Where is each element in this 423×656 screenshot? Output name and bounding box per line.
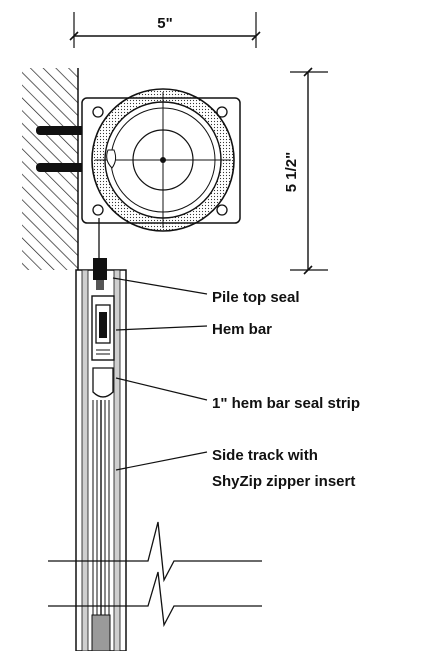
- height-label: 5 1/2": [283, 152, 300, 192]
- break-lines: [48, 521, 262, 628]
- width-label: 5": [157, 15, 172, 32]
- leader-lines: [112, 277, 208, 471]
- hem-bar-seal-strip: [92, 367, 114, 398]
- pile-top-seal: [93, 258, 107, 290]
- callout-hem-bar: Hem bar: [212, 321, 272, 338]
- callout-side-track-line2: ShyZip zipper insert: [212, 473, 355, 490]
- callout-hem-bar-seal-strip: 1" hem bar seal strip: [212, 395, 360, 412]
- callout-side-track-line1: Side track with: [212, 447, 318, 464]
- hem-bar: [91, 295, 115, 361]
- roller-tube: [91, 88, 235, 232]
- side-track: [75, 269, 127, 652]
- height-dimension: 5 1/2": [283, 67, 328, 275]
- callout-pile-top-seal: Pile top seal: [212, 289, 300, 306]
- width-dimension: 5": [69, 12, 261, 48]
- mounting-bolts: [36, 126, 94, 172]
